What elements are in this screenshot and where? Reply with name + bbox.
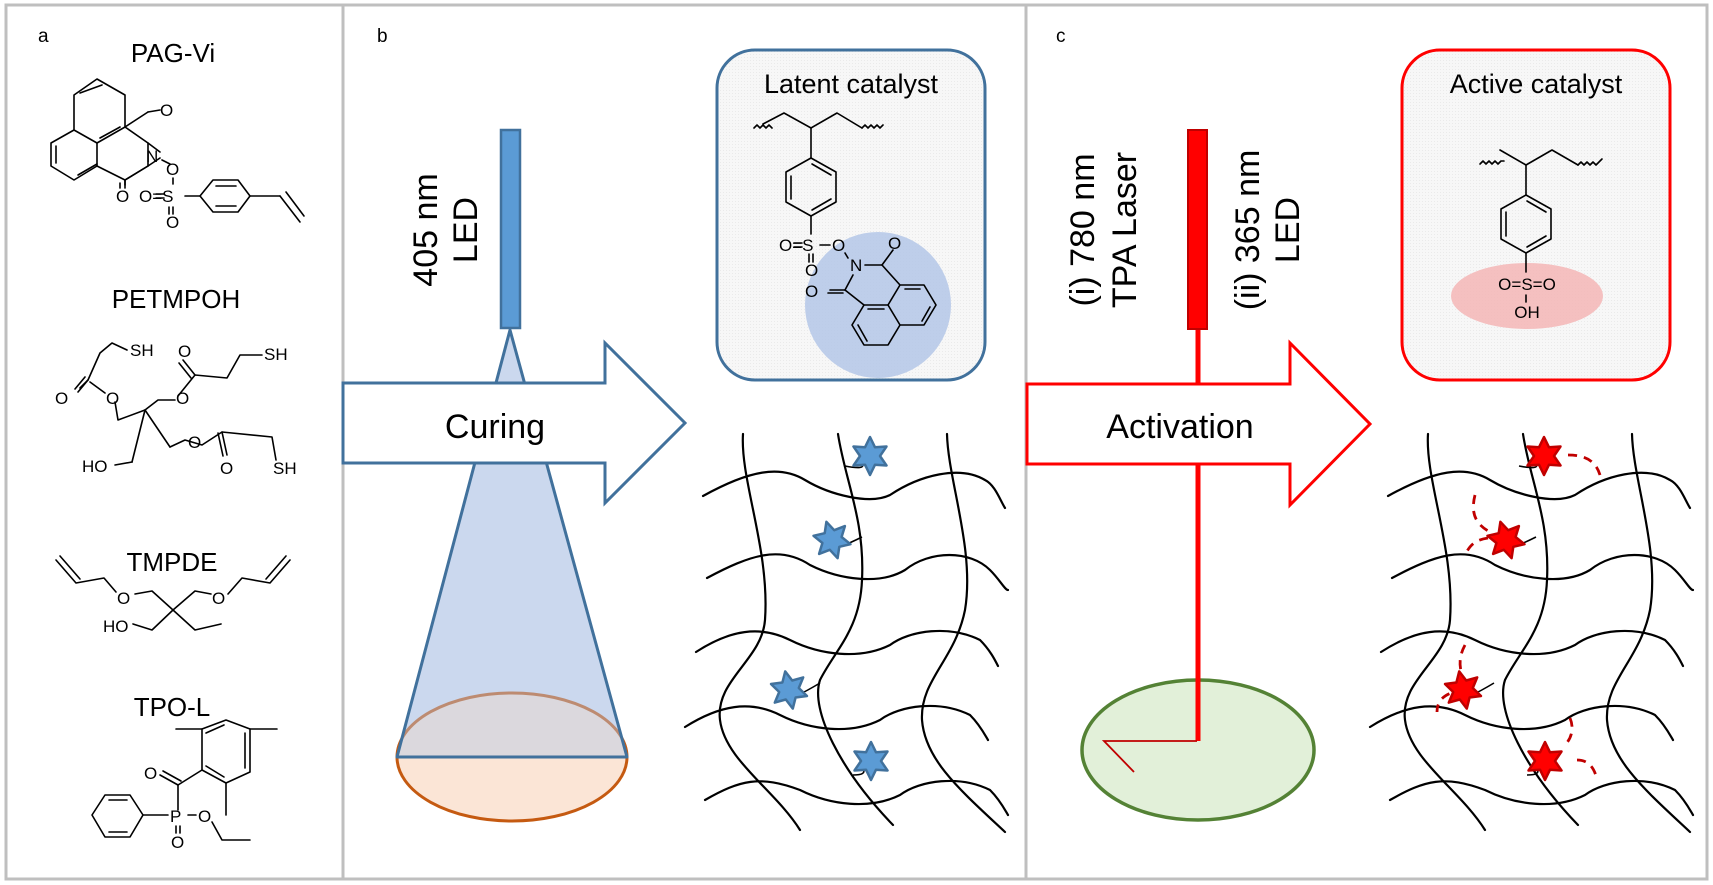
pag-vi-structure [50, 78, 305, 223]
network-strands [683, 432, 1010, 834]
polymer-network-b [683, 432, 1010, 834]
curing-arrow [341, 339, 688, 507]
laser-scan-path [1101, 740, 1197, 773]
atom-label: O [832, 236, 845, 255]
catalyst-markers-b [769, 435, 889, 782]
panel-label-b: b [377, 26, 388, 47]
led-type: LED [447, 197, 485, 263]
latent-catalyst-box: Latent catalyst [715, 48, 987, 382]
atom-label: SH [264, 345, 288, 364]
latent-catalyst-star-icon [852, 435, 888, 477]
led-405nm-bar [499, 128, 522, 330]
acid-diffusion-paths [1435, 453, 1602, 781]
tpo-l-structure [91, 719, 278, 841]
atom-label: HO [82, 457, 108, 476]
atom-label: O [106, 389, 119, 408]
panel-b: b 405 nm LED Curing Latent catalyst [341, 26, 1010, 834]
network-strands [1368, 432, 1695, 834]
laser-label: (i) 780 nm TPA Laser [1064, 152, 1144, 308]
compound-tpo-l: TPO-L O [91, 692, 278, 852]
atom-label: O [220, 459, 233, 478]
panel-label-a: a [38, 26, 49, 47]
compound-name: TMPDE [127, 547, 218, 577]
petmpoh-structure [74, 342, 277, 466]
latent-catalyst-structure [753, 112, 937, 346]
led-405nm-label: 405 nm LED [407, 173, 485, 286]
atom-label: O [178, 342, 191, 361]
active-catalyst-box: Active catalyst O=S=O OH [1400, 48, 1672, 382]
atom-label: O [198, 807, 211, 826]
panel-c: c (i) 780 nm TPA Laser (ii) 365 nm LED A… [1025, 26, 1695, 834]
compound-pag-vi: PAG-Vi [50, 38, 305, 232]
atom-label: O [117, 589, 130, 608]
atom-label: O [171, 833, 184, 852]
atom-label: O [805, 261, 818, 280]
atom-label: O [176, 389, 189, 408]
light-cone-overlay [395, 328, 629, 759]
compound-tmpde: TMPDE O O HO [55, 547, 291, 636]
active-catalyst-star-icon [1486, 520, 1526, 560]
atom-label: SH [273, 459, 297, 478]
atom-label: O [166, 160, 179, 179]
laser-bar [1187, 129, 1208, 330]
active-catalyst-structure [1479, 149, 1603, 303]
atom-label: O [55, 389, 68, 408]
atom-label: N [850, 256, 862, 275]
uv-led-type: LED [1269, 197, 1307, 263]
atom-label: P [170, 807, 181, 826]
atom-label: OH [1514, 303, 1540, 322]
atom-label: O [188, 433, 201, 452]
light-cone [397, 330, 627, 757]
latent-catalyst-star-icon [812, 520, 852, 560]
atom-label: O [805, 282, 818, 301]
atom-label: O [160, 101, 173, 120]
atom-label: O=S=O [1498, 275, 1556, 294]
atom-label: HO [103, 617, 129, 636]
uv-led-label: (ii) 365 nm LED [1229, 150, 1307, 311]
panel-a: a PAG-Vi [38, 26, 305, 852]
curing-arrow-label: Curing [445, 408, 545, 446]
atom-label: SH [130, 341, 154, 360]
latent-catalyst-star-icon [853, 740, 889, 782]
latent-catalyst-star-icon [769, 670, 809, 710]
polymer-network-c [1368, 432, 1695, 834]
active-catalyst-star-icon [1526, 435, 1562, 477]
atom-label: O [144, 764, 157, 783]
catalyst-markers-c [1443, 435, 1563, 782]
led-wavelength: 405 nm [407, 173, 445, 286]
atom-label: O [212, 589, 225, 608]
tmpde-structure [55, 555, 291, 631]
compound-name: PETMPOH [112, 284, 241, 314]
active-catalyst-title: Active catalyst [1450, 69, 1623, 99]
atom-label: O [166, 213, 179, 232]
laser-type: TPA Laser [1106, 152, 1144, 308]
uv-led-wavelength: (ii) 365 nm [1229, 150, 1267, 311]
active-catalyst-frame [1400, 48, 1672, 382]
atom-label: O=S [139, 187, 174, 206]
sulfonic-acid-highlight [1451, 263, 1603, 329]
atom-label: O [116, 187, 129, 206]
panel-label-c: c [1056, 26, 1066, 47]
activation-arrow [1025, 339, 1373, 509]
compound-name: PAG-Vi [131, 38, 215, 68]
activation-arrow-label: Activation [1106, 408, 1253, 446]
compound-petmpoh: PETMPOH SH O SH O O [55, 284, 297, 478]
atom-label: N [146, 147, 158, 166]
laser-wavelength: (i) 780 nm [1064, 153, 1102, 306]
atom-label: O=S [779, 236, 814, 255]
atom-label: O [888, 234, 901, 253]
outer-frame [4, 3, 1709, 881]
active-catalyst-star-icon [1527, 740, 1563, 782]
active-catalyst-star-icon [1443, 670, 1483, 710]
compound-name: TPO-L [134, 692, 211, 722]
latent-catalyst-title: Latent catalyst [764, 69, 939, 99]
